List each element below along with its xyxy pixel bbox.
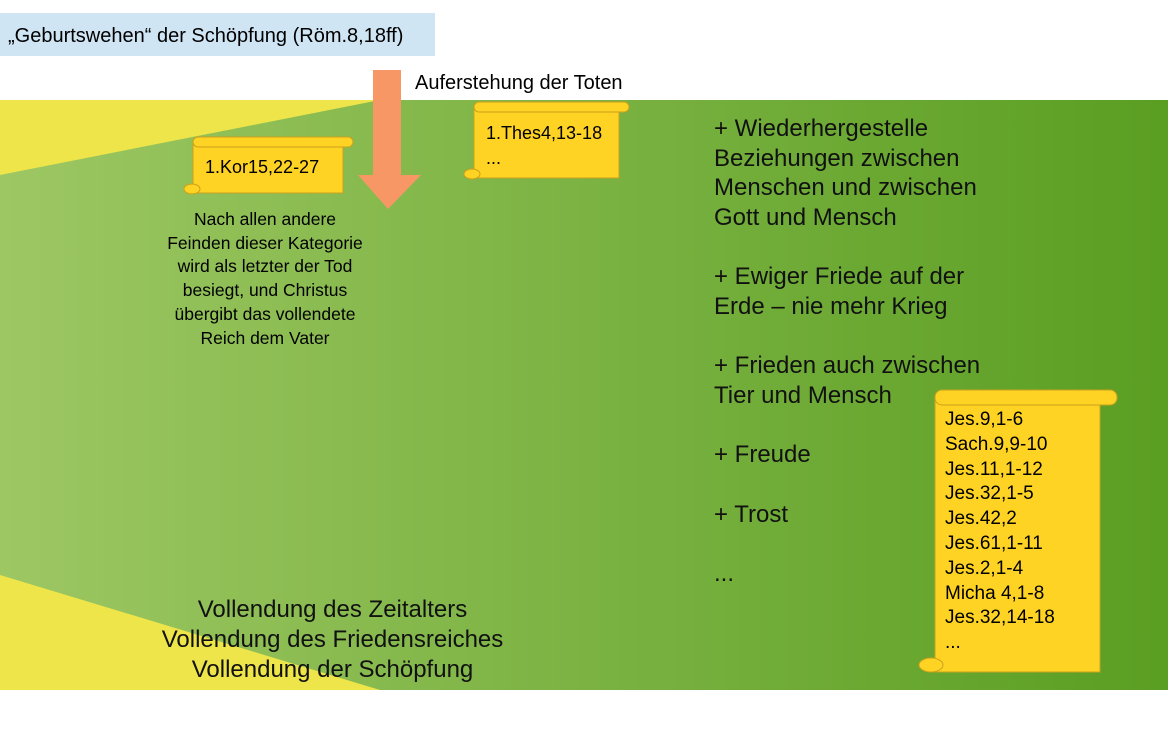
scroll-kor-text: 1.Kor15,22-27 xyxy=(205,157,320,177)
bullet-animals: + Frieden auch zwischen Tier und Mensch xyxy=(714,352,981,409)
scroll-kor-shape xyxy=(183,136,354,195)
page-title: „Geburtswehen“ der Schöpfung (Röm.8,18ff… xyxy=(8,25,404,47)
bullet-relationships: + Wiederhergestelle Beziehungen zwischen… xyxy=(714,115,977,231)
scroll-jes-text: Jes.9,1-6 Sach.9,9-10 Jes.11,1-12 Jes.32… xyxy=(945,409,1055,654)
bottom-lines: Vollendung des Zeitalters Vollendung des… xyxy=(140,595,525,685)
scroll-thes-text: 1.Thes4,13-18 ... xyxy=(486,123,603,168)
bottom-yellow-wedge xyxy=(0,575,380,690)
scroll-thes-shape xyxy=(463,101,630,180)
bullet-ellipsis: ... xyxy=(714,560,735,587)
bullet-comfort: + Trost xyxy=(714,500,789,528)
top-yellow-wedge xyxy=(0,100,380,175)
bullet-list: + Wiederhergestelle Beziehungen zwischen… xyxy=(714,114,1044,619)
bullet-peace: + Ewiger Friede auf der Erde – nie mehr … xyxy=(714,263,965,320)
title-box xyxy=(0,13,435,56)
bottom-line-2: Vollendung des Friedensreiches xyxy=(161,626,504,653)
down-arrow-icon xyxy=(358,70,421,209)
arrow-label: Auferstehung der Toten xyxy=(415,72,623,94)
bullet-joy: + Freude xyxy=(714,441,811,468)
left-paragraph: Nach allen andere Feinden dieser Kategor… xyxy=(167,209,363,348)
scroll-jes-shape xyxy=(918,389,1118,673)
bottom-line-3: Vollendung der Schöpfung xyxy=(191,656,474,683)
bottom-line-1: Vollendung des Zeitalters xyxy=(197,596,468,623)
